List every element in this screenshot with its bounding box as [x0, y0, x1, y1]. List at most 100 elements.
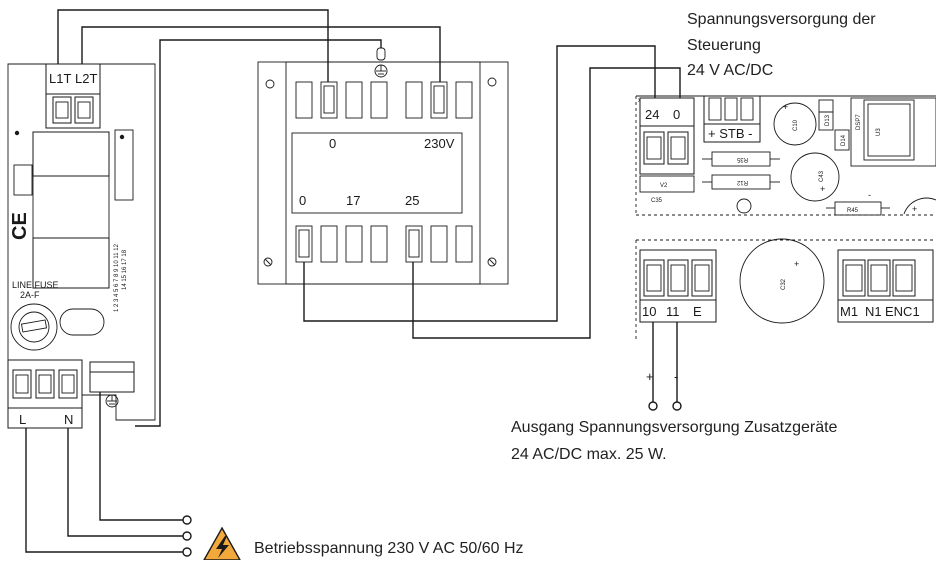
component-d13-cap [818, 99, 834, 113]
diode-d13 [818, 111, 834, 131]
component-label-u3: U3 [876, 128, 882, 136]
earth-ground-icon [105, 394, 119, 408]
mounting-dot [119, 134, 125, 140]
terminal-label-l1t: L1T [49, 71, 71, 86]
terminal-label-10: 10 [642, 304, 656, 319]
terminal-screw-m1-inner [845, 264, 863, 292]
terminal-label-m1: M1 [840, 304, 858, 319]
diode-d14 [834, 129, 850, 151]
aux-output-terminal-plus [648, 401, 658, 411]
terminal-screw-e-inner [694, 264, 710, 292]
transformer: 0 230V 0 17 25 [257, 47, 509, 285]
fuse-label-line2: 2A-F [20, 290, 40, 300]
terminal-label-e: E [693, 304, 702, 319]
wire-l2t-to-transformer-230 [81, 26, 441, 82]
terminal-label-stb: + STB - [708, 126, 752, 141]
component-label-r12: R12 [736, 179, 748, 185]
terminal-screw-mid [35, 369, 55, 399]
fuse-spare-slot [59, 308, 105, 336]
transformer-label-plate [291, 132, 463, 214]
caption-controller-supply-line1: Spannungsversorgung der [687, 11, 876, 28]
caption-controller-supply-line3: 24 V AC/DC [687, 62, 773, 79]
wire-earth-to-transformer [135, 39, 382, 427]
terminal-label-24: 24 [645, 107, 659, 122]
caption-controller-supply-line2: Steuerung [687, 37, 761, 54]
transformer-frame [257, 61, 509, 285]
relay-upper-body [32, 175, 110, 239]
terminal-label-l: L [19, 412, 26, 427]
side-component-right [114, 129, 134, 201]
terminal-screw-l2t-inner [77, 101, 91, 119]
wire-l1t-to-transformer-0 [57, 9, 329, 82]
transformer-earth-lug [376, 47, 386, 61]
terminal-screw-n-inner [61, 374, 75, 394]
aux-output-minus-sign: - [674, 369, 678, 384]
capacitor-c43 [790, 152, 840, 202]
side-component-left [13, 164, 33, 196]
mounting-hole [263, 257, 273, 267]
pin-numbers-top: 1 2 3 4 5 6 7 8 9 10 11 12 [114, 243, 120, 312]
terminal-screw-l2t [74, 96, 94, 124]
terminal-label-0: 0 [673, 107, 680, 122]
earth-ground-icon [374, 64, 388, 78]
terminal-screw-24 [643, 131, 665, 165]
component-label-dsp7: DSP7 [856, 114, 862, 130]
ce-mark: CE [9, 212, 31, 240]
relay-lower [32, 237, 110, 289]
component-label-r45: R45 [847, 208, 859, 214]
mains-terminal-earth [182, 515, 192, 525]
caption-aux-output-line1: Ausgang Spannungsversorgung Zusatzgeräte [511, 419, 838, 436]
component-v2 [639, 175, 695, 193]
display-dsp7 [850, 97, 936, 167]
terminal-screw-0 [667, 131, 689, 165]
wire-mains-neutral [67, 428, 183, 537]
transformer-core [285, 61, 481, 285]
component-r45-minus: - [868, 190, 871, 200]
mounting-hole [265, 79, 275, 89]
terminal-screw-mid-inner [38, 374, 52, 394]
terminal-label-strip [7, 407, 83, 429]
transformer-secondary-terminals [295, 225, 473, 263]
wire-secondary-25-to-terminal-24 [412, 67, 681, 339]
terminal-screw-stb-3 [740, 97, 754, 121]
component-label-r35: R35 [736, 156, 748, 162]
capacitor-c10 [773, 102, 817, 146]
aux-output-terminal-minus [672, 401, 682, 411]
pin-numbers-bottom: 14 15 16 17 18 [122, 249, 128, 290]
mounting-dot [14, 130, 20, 136]
caption-aux-output-line2: 24 AC/DC max. 25 W. [511, 446, 667, 463]
component-label-c10: C10 [793, 119, 799, 131]
transformer-primary-230-label: 230V [424, 136, 455, 151]
terminal-label-n: N [64, 412, 73, 427]
capacitor-c10-plus: + [783, 102, 788, 112]
terminal-screw-11 [667, 259, 689, 297]
mains-terminal-line [182, 547, 192, 557]
terminal-screw-e [691, 259, 713, 297]
mains-terminal-neutral [182, 531, 192, 541]
capacitor-c43-plus: + [820, 184, 825, 194]
component-label-c35: C35 [651, 198, 663, 204]
resistor-r45 [834, 201, 882, 216]
terminal-screw-stb-2 [724, 97, 738, 121]
fuse-label-line1: LINE FUSE [12, 280, 59, 290]
component-small-round [736, 198, 752, 214]
terminal-label-n1: N1 [865, 304, 882, 319]
terminal-screw-10 [643, 259, 665, 297]
mounting-hole [487, 257, 497, 267]
wires: + - [25, 9, 682, 557]
terminal-screw-stb-1 [708, 97, 722, 121]
terminal-label-11: 11 [666, 304, 680, 319]
component-label-v2: V2 [660, 183, 668, 189]
terminal-screw-10-inner [646, 264, 662, 292]
terminal-screw-l-inner [15, 374, 29, 394]
mounting-hole-slot [488, 258, 496, 266]
terminal-label-l2t: L2T [75, 71, 97, 86]
mounting-hole [487, 77, 497, 87]
transformer-primary-zero-label: 0 [329, 136, 336, 151]
relay-upper [32, 131, 110, 177]
capacitor-partial [903, 197, 936, 215]
wire-mains-earth [99, 392, 183, 521]
capacitor-c32 [739, 238, 825, 324]
